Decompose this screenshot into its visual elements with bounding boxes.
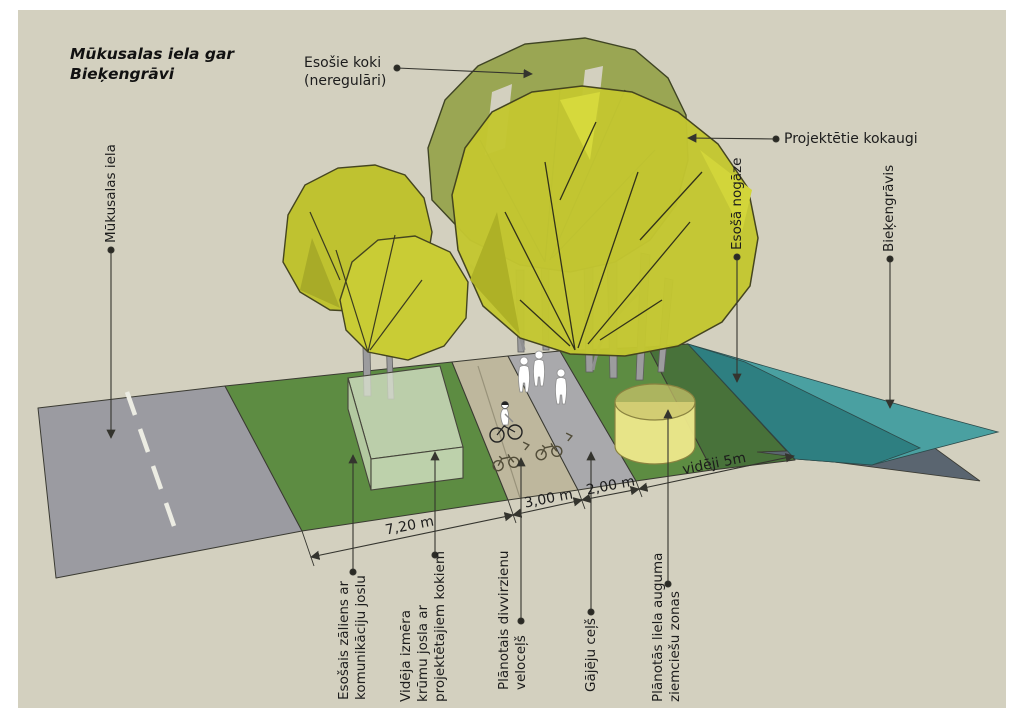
cyclist-figure (489, 401, 523, 443)
dimension-slope (638, 453, 795, 492)
perennial-cylinder (614, 383, 696, 465)
diagram-title: Mūkusalas iela gar Bieķengrāvi (70, 45, 235, 83)
road-centerline (124, 391, 177, 527)
foot-path-zone-label: Gājēju ceļš (583, 618, 599, 692)
dimension-lawn (310, 512, 514, 560)
leader-projected-trees (687, 133, 777, 143)
canal-label: Bieķengrāvis (881, 164, 897, 252)
shrub-strip-zone-label: Vidēja izmēra krūmu josla ar projektētaj… (398, 551, 448, 702)
existing-trees-label: Esošie koki (neregulāri) (304, 55, 387, 89)
perennials-zone-label: Plānotās liela auguma ziemciešu zonas (650, 552, 683, 702)
bike-lane-markings (490, 432, 573, 473)
slope-embankment-shade (686, 343, 922, 466)
canal-slope (686, 343, 1000, 482)
lawn-zone-label: Esošais zāliens ar komunikāciju joslu (336, 575, 369, 700)
extension-line (301, 530, 315, 567)
street-label: Mūkusalas iela (103, 144, 119, 243)
leader-lines (106, 64, 895, 625)
projected-trees-label: Projektētie kokaugi (784, 131, 918, 147)
dimension-bike-path (512, 497, 583, 518)
left-tree-canopy (282, 164, 469, 361)
bike-path-zone-label: Plānotais divvirzienu veloceļš (496, 550, 529, 690)
leader-existing-trees (396, 67, 533, 79)
slope-label: Esošā nogāze (729, 157, 745, 250)
dimension-lines (301, 453, 795, 567)
extension-line (507, 499, 517, 524)
shrub-volume-box (347, 365, 464, 491)
projected-tree-canopy (451, 85, 759, 357)
